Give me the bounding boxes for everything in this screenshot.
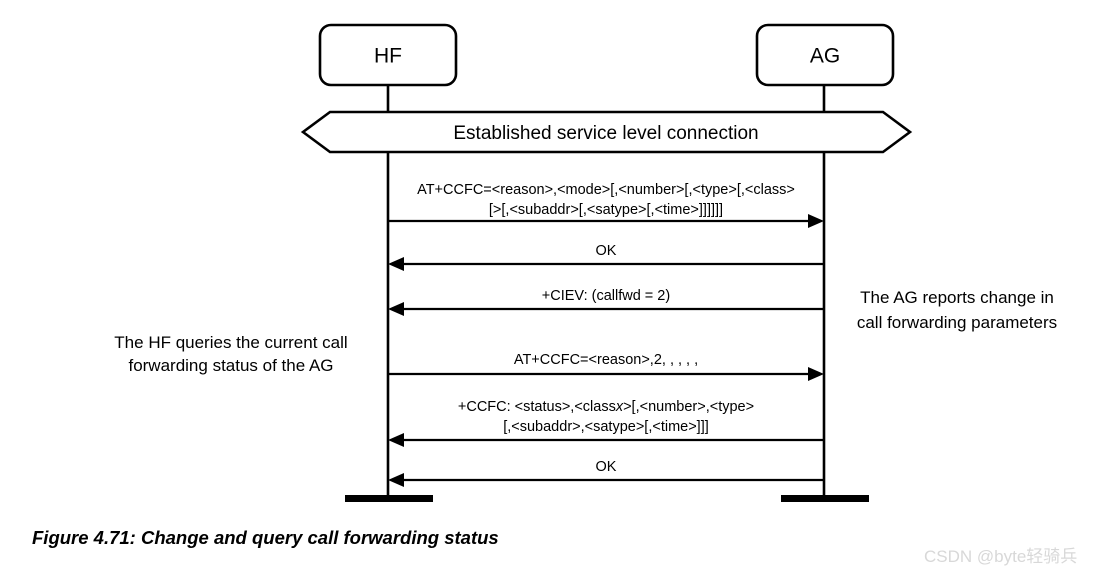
note-right-line1: The AG reports change in bbox=[860, 288, 1054, 307]
message-3: +CIEV: (callfwd = 2) bbox=[388, 288, 824, 316]
established-connection-banner: Established service level connection bbox=[300, 110, 913, 154]
message-4-label-line1: AT+CCFC=<reason>,2, , , , , bbox=[514, 352, 698, 368]
message-2: OK bbox=[388, 243, 824, 271]
message-4: AT+CCFC=<reason>,2, , , , , bbox=[388, 352, 824, 381]
message-1-label-line1: AT+CCFC=<reason>,<mode>[,<number>[,<type… bbox=[417, 182, 795, 198]
participant-ag-box bbox=[755, 23, 895, 87]
message-2-arrowhead-left bbox=[388, 257, 404, 271]
note-left-line1: The HF queries the current call bbox=[114, 333, 347, 352]
message-6: OK bbox=[388, 459, 824, 487]
lifeline-ag-terminator bbox=[781, 495, 869, 502]
participant-ag-label: AG bbox=[810, 45, 840, 68]
message-5-label-line1: +CCFC: <status>,<classx>[,<number>,<type… bbox=[458, 399, 754, 415]
watermark: CSDN @byte轻骑兵 bbox=[924, 547, 1077, 566]
message-5-arrowhead-left bbox=[388, 433, 404, 447]
message-5-label-line1-suffix: >[,<number>,<type> bbox=[623, 399, 754, 415]
note-left: The HF queries the current call forwardi… bbox=[114, 333, 347, 375]
established-connection-banner-shape bbox=[300, 110, 913, 154]
message-3-label-line1: +CIEV: (callfwd = 2) bbox=[542, 288, 670, 304]
message-3-arrowhead-left bbox=[388, 302, 404, 316]
message-4-arrowhead-right bbox=[808, 367, 824, 381]
participant-ag: AG bbox=[755, 23, 895, 87]
figure-caption: Figure 4.71: Change and query call forwa… bbox=[32, 527, 499, 548]
message-5-label-line1-italic-x: x bbox=[615, 399, 624, 415]
message-5: +CCFC: <status>,<classx>[,<number>,<type… bbox=[388, 399, 824, 447]
message-5-label-line2: [,<subaddr>,<satype>[,<time>]]] bbox=[503, 419, 709, 435]
message-2-label-line1: OK bbox=[596, 243, 617, 259]
lifeline-hf-terminator bbox=[345, 495, 433, 502]
message-6-label-line1: OK bbox=[596, 459, 617, 475]
note-right: The AG reports change in call forwarding… bbox=[857, 288, 1057, 332]
participant-hf-box bbox=[318, 23, 458, 87]
message-1: AT+CCFC=<reason>,<mode>[,<number>[,<type… bbox=[388, 182, 824, 228]
established-connection-banner-label: Established service level connection bbox=[453, 123, 758, 144]
participant-hf: HF bbox=[318, 23, 458, 87]
message-6-arrowhead-left bbox=[388, 473, 404, 487]
participant-hf-label: HF bbox=[374, 45, 402, 68]
message-1-label-line2: [>[,<subaddr>[,<satype>[,<time>]]]]]] bbox=[489, 202, 723, 218]
message-1-arrowhead-right bbox=[808, 214, 824, 228]
note-left-line2: forwarding status of the AG bbox=[128, 356, 333, 375]
note-right-line2: call forwarding parameters bbox=[857, 313, 1057, 332]
message-5-label-line1-prefix: +CCFC: <status>,<class bbox=[458, 399, 616, 415]
